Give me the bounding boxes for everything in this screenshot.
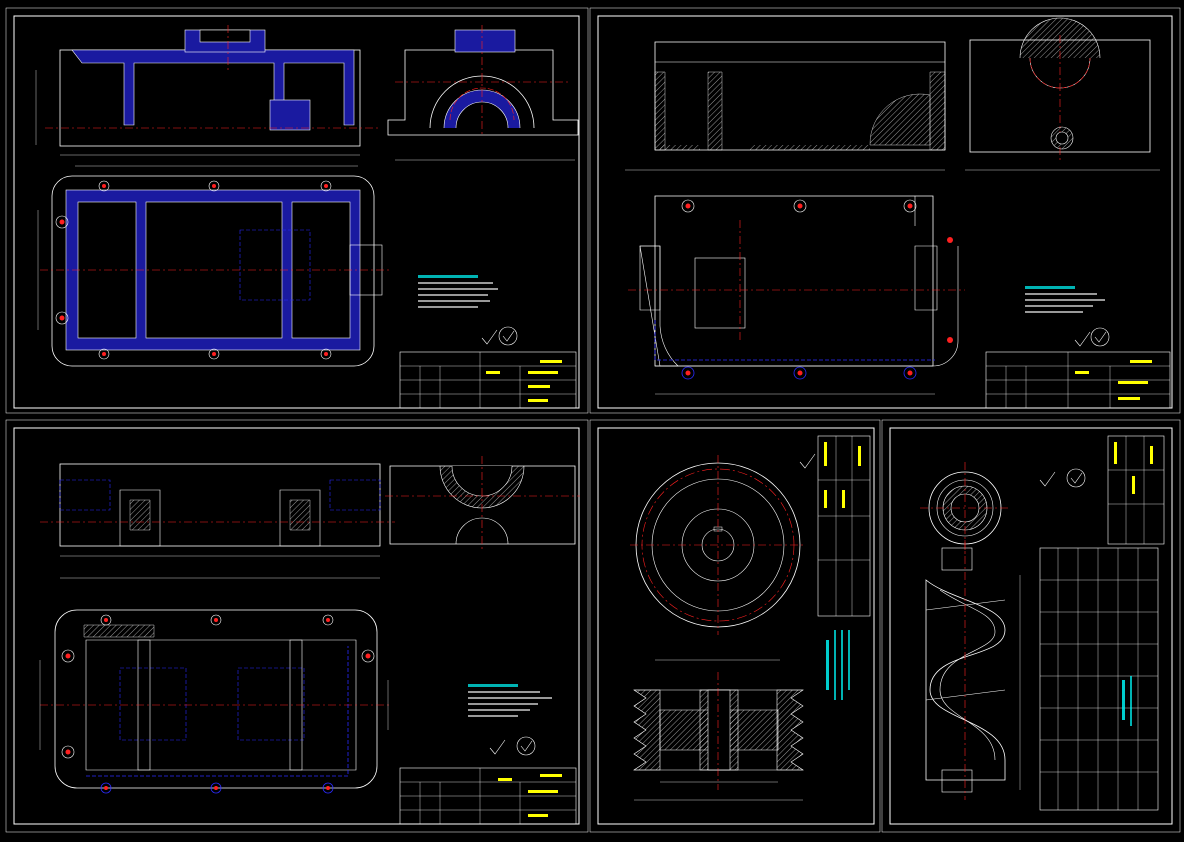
sheet-4-pulley-front-view (630, 455, 806, 635)
sheet-5-end-view (920, 462, 1010, 554)
sheet-1-title-block (399, 351, 577, 409)
sheet-1-border (5, 7, 589, 414)
sheet-3-roughness-symbol (489, 736, 536, 756)
sheet-5-roughness-symbol (1039, 468, 1086, 488)
sheet-2-title-block (985, 351, 1171, 409)
sheet-4-border (589, 419, 881, 833)
sheet-5-title-block (1107, 435, 1165, 545)
sheet-4-frame (597, 427, 875, 825)
sheet-1-notes (418, 275, 498, 308)
sheet-4-roughness-symbol (799, 453, 816, 469)
sheet-4-notes (826, 630, 850, 700)
sheet-5-screw-view (925, 540, 1021, 800)
sheet-1-top-view (37, 165, 392, 367)
sheet-4-pulley-section-view (633, 659, 804, 801)
sheet-2-top-view (628, 195, 965, 395)
sheet-5 (881, 419, 1181, 833)
sheet-5-parameter-table (1039, 547, 1159, 811)
sheet-5-frame (889, 427, 1173, 825)
sheet-1-side-view (387, 25, 579, 161)
sheet-2-side-view (965, 17, 1160, 171)
sheet-2-frame (597, 15, 1173, 409)
sheet-3-top-view (39, 609, 392, 794)
sheet-1 (5, 7, 589, 414)
sheet-5-border (881, 419, 1181, 833)
sheet-3-side-view (385, 456, 580, 550)
sheet-1-front-view (35, 25, 380, 156)
sheet-2-notes (1025, 286, 1105, 313)
sheet-4 (589, 419, 881, 833)
sheet-3-notes (468, 684, 552, 717)
sheet-1-frame (13, 15, 580, 409)
sheet-3-front-view (40, 463, 395, 579)
sheet-1-roughness-symbol (481, 326, 518, 346)
sheet-2-border (589, 7, 1181, 414)
sheet-3-border (5, 419, 589, 833)
sheet-3-title-block (399, 767, 577, 825)
sheet-3-frame (13, 427, 580, 825)
sheet-2-front-view (625, 41, 946, 171)
sheet-4-title-block (817, 435, 871, 617)
sheet-5-notes (1122, 676, 1132, 726)
sheet-3 (5, 419, 589, 833)
sheet-2 (589, 7, 1181, 414)
sheet-2-roughness-symbol (1074, 327, 1110, 347)
